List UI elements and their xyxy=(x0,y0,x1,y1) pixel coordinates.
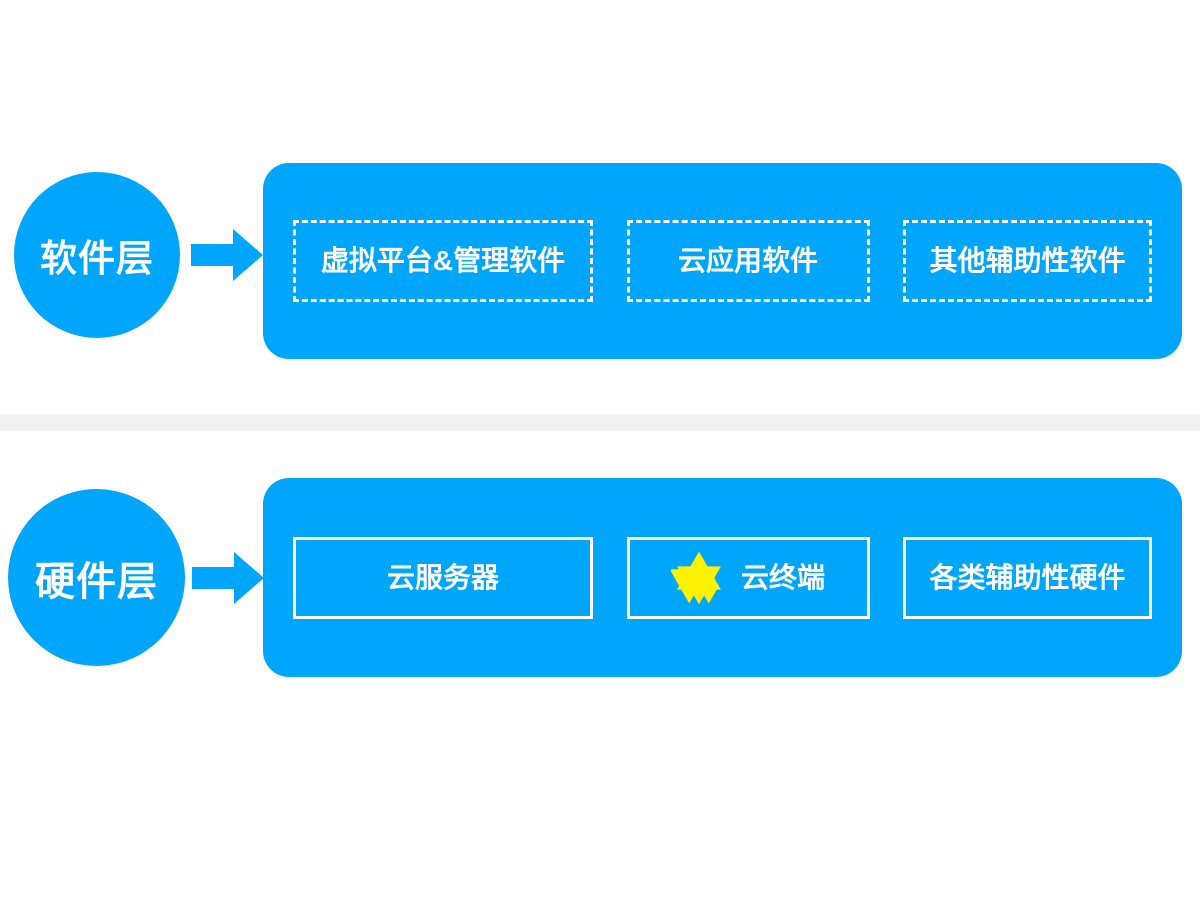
layer-badge-label-software: 软件层 xyxy=(40,238,154,279)
hardware-layer-panel: 云服务器 云终端 各类辅助性硬件 xyxy=(263,478,1182,677)
layer-item-label: 其他辅助性软件 xyxy=(929,245,1126,276)
software-layer-panel: 虚拟平台&管理软件 云应用软件 其他辅助性软件 xyxy=(263,163,1182,359)
software-layer-row: 软件层 虚拟平台&管理软件 云应用软件 其他辅助性软件 xyxy=(0,155,1200,370)
layer-item-label: 云终端 xyxy=(740,561,825,593)
right-arrow-icon xyxy=(192,550,264,606)
layer-badge-hardware[interactable]: 硬件层 xyxy=(8,489,185,666)
layer-item-label: 虚拟平台&管理软件 xyxy=(320,245,566,276)
section-divider xyxy=(0,414,1200,431)
six-pointed-star-icon xyxy=(670,550,727,606)
right-arrow-icon xyxy=(191,227,263,283)
layer-item-label: 云服务器 xyxy=(386,561,499,593)
layer-item-label: 各类辅助性硬件 xyxy=(929,561,1126,593)
hardware-layer-row: 硬件层 云服务器 云终端 各 xyxy=(0,470,1200,685)
layer-badge-software[interactable]: 软件层 xyxy=(14,172,180,338)
layer-item-various-auxiliary-hardware[interactable]: 各类辅助性硬件 xyxy=(903,536,1152,619)
layer-item-label: 云应用软件 xyxy=(677,245,818,276)
layer-badge-label-hardware: 硬件层 xyxy=(35,559,158,604)
layer-item-other-auxiliary-software[interactable]: 其他辅助性软件 xyxy=(903,220,1152,302)
layer-item-cloud-terminal[interactable]: 云终端 xyxy=(626,536,870,619)
layer-item-cloud-server[interactable]: 云服务器 xyxy=(293,536,593,619)
layer-item-cloud-application-software[interactable]: 云应用软件 xyxy=(626,220,870,302)
layer-item-virtual-platform-management-software[interactable]: 虚拟平台&管理软件 xyxy=(293,220,593,302)
